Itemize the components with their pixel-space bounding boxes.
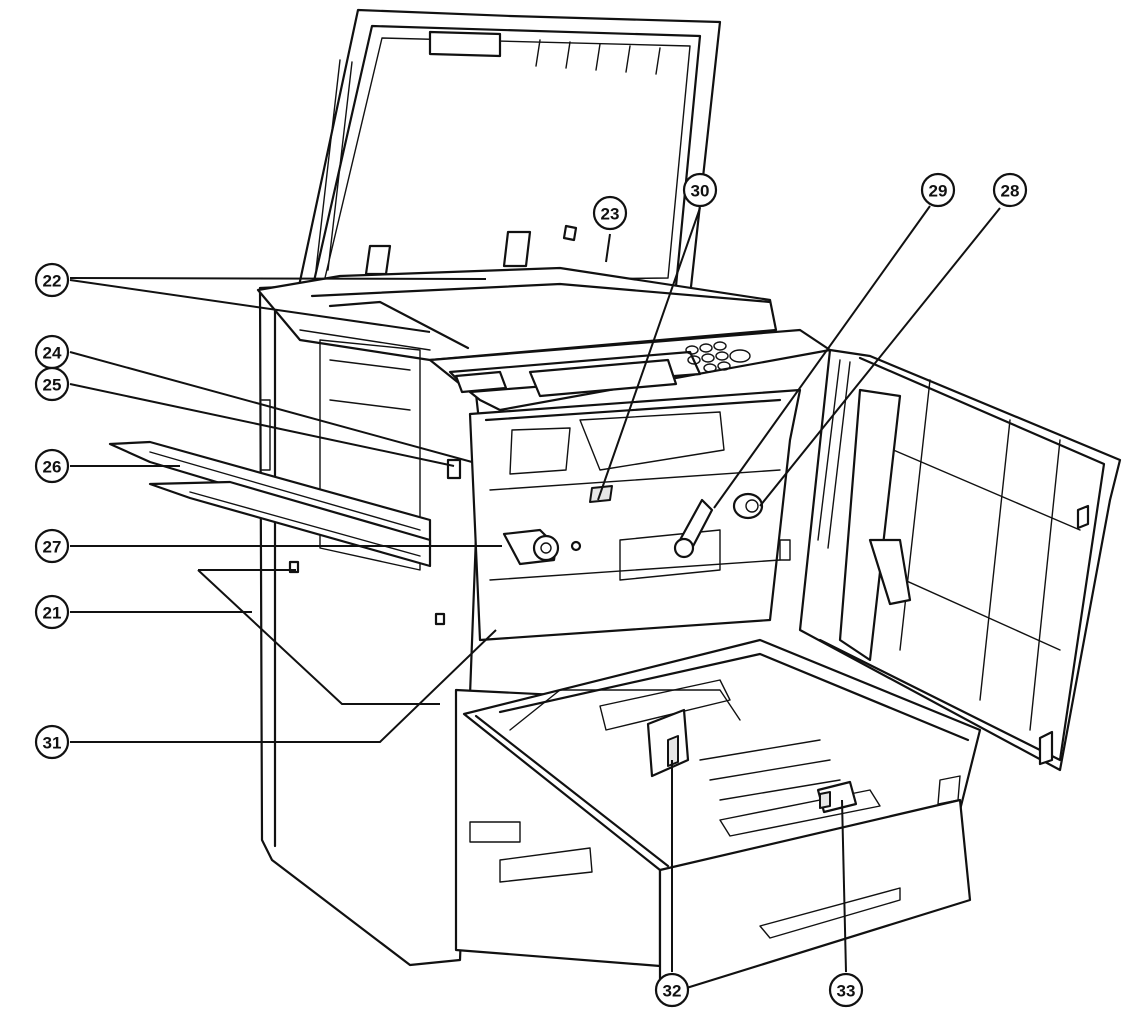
document-processor-lid <box>294 8 722 302</box>
callout-32: 32 <box>654 972 690 1008</box>
callout-24-label: 24 <box>43 344 62 363</box>
callout-26-label: 26 <box>43 458 62 477</box>
callout-27: 27 <box>34 528 70 564</box>
callout-29-label: 29 <box>929 182 948 201</box>
callout-33-label: 33 <box>837 982 856 1001</box>
callout-25-label: 25 <box>43 376 62 395</box>
callout-28: 28 <box>992 172 1028 208</box>
callout-22-label: 22 <box>43 272 62 291</box>
callout-22: 22 <box>34 262 70 298</box>
callout-31-label: 31 <box>43 734 62 753</box>
callout-29: 29 <box>920 172 956 208</box>
callout-23: 23 <box>592 195 628 231</box>
callout-23-label: 23 <box>601 205 620 224</box>
front-cover-open <box>779 348 1122 772</box>
callout-32-label: 32 <box>663 982 682 1001</box>
callout-33: 33 <box>828 972 864 1008</box>
callout-28-label: 28 <box>1001 182 1020 201</box>
callout-21: 21 <box>34 594 70 630</box>
callout-30: 30 <box>682 172 718 208</box>
leader-lines <box>69 205 1001 973</box>
callout-30-label: 30 <box>691 182 710 201</box>
callout-31: 31 <box>34 724 70 760</box>
callout-21-label: 21 <box>43 604 62 623</box>
keypad <box>685 341 751 373</box>
paper-cassette <box>462 638 982 992</box>
callout-25: 25 <box>34 366 70 402</box>
callout-24: 24 <box>34 334 70 370</box>
toner-area <box>502 492 764 566</box>
callout-26: 26 <box>34 448 70 484</box>
callout-27-label: 27 <box>43 538 62 557</box>
